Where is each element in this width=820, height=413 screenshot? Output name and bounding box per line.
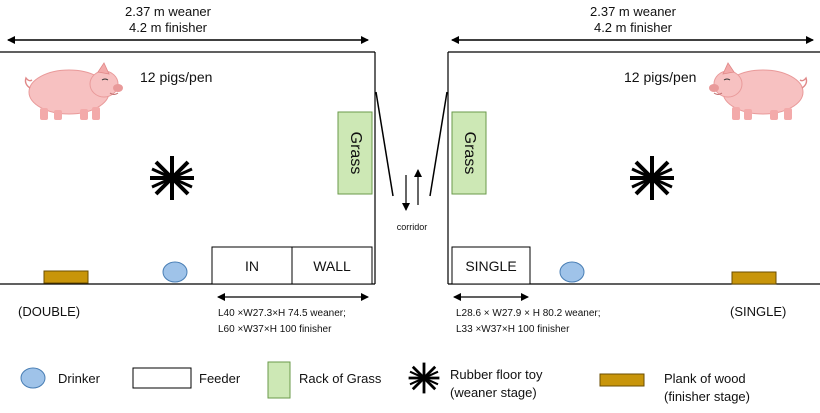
legend-toy-line1: Rubber floor toy	[450, 367, 543, 382]
legend-plank-line1: Plank of wood	[664, 371, 746, 386]
right-feeder-dim-line1: L28.6 × W27.9 × H 80.2 weaner;	[456, 308, 601, 319]
right-feeder-dim-line2: L33 ×W37×H 100 finisher	[456, 324, 570, 335]
legend-rack-label: Rack of Grass	[299, 371, 382, 386]
legend-plank-line2: (finisher stage)	[664, 389, 750, 404]
left-width-finisher: 4.2 m finisher	[129, 20, 208, 35]
left-pen-type: (DOUBLE)	[18, 304, 80, 319]
legend-drinker-icon	[20, 367, 46, 389]
left-feeder-dim-line2: L60 ×W37×H 100 finisher	[218, 324, 332, 335]
left-width-weaner: 2.37 m weaner	[125, 4, 212, 19]
right-feeder-label: SINGLE	[465, 258, 516, 274]
left-grass-rack	[337, 111, 373, 195]
left-feeder-label-wall: WALL	[313, 258, 351, 274]
left-feeder-dim-line1: L40 ×W27.3×H 74.5 weaner;	[218, 308, 346, 319]
legend-feeder-label: Feeder	[199, 371, 241, 386]
right-grass-rack	[451, 111, 487, 195]
legend-toy-line2: (weaner stage)	[450, 385, 537, 400]
right-pen-density: 12 pigs/pen	[624, 69, 696, 85]
right-pen-type: (SINGLE)	[730, 304, 786, 319]
corridor-gate-right	[429, 91, 448, 197]
left-drinker-icon	[162, 261, 188, 283]
right-pig-image	[708, 62, 808, 121]
left-rubber-toy-icon	[148, 154, 196, 202]
legend-drinker-label: Drinker	[58, 371, 101, 386]
right-width-finisher: 4.2 m finisher	[594, 20, 673, 35]
left-feeder-label-in: IN	[245, 258, 259, 274]
right-drinker-icon	[559, 261, 585, 283]
left-plank-icon	[43, 270, 89, 284]
left-pen-density: 12 pigs/pen	[140, 69, 212, 85]
right-feeder-single	[451, 246, 531, 285]
legend-rubber-toy-icon	[407, 361, 441, 395]
corridor-gate-left	[375, 91, 394, 197]
left-pig-image	[24, 62, 124, 121]
right-grass-label: Grass	[461, 132, 478, 175]
right-width-weaner: 2.37 m weaner	[590, 4, 677, 19]
left-grass-label: Grass	[347, 132, 364, 175]
legend-grass-rack-icon	[267, 361, 291, 399]
right-plank-icon	[731, 271, 777, 285]
corridor-label: corridor	[397, 222, 428, 232]
right-rubber-toy-icon	[628, 154, 676, 202]
legend: Drinker Feeder Rack of Grass Rubber floo…	[20, 361, 750, 404]
legend-feeder-icon	[132, 367, 192, 389]
legend-plank-icon	[599, 373, 645, 387]
